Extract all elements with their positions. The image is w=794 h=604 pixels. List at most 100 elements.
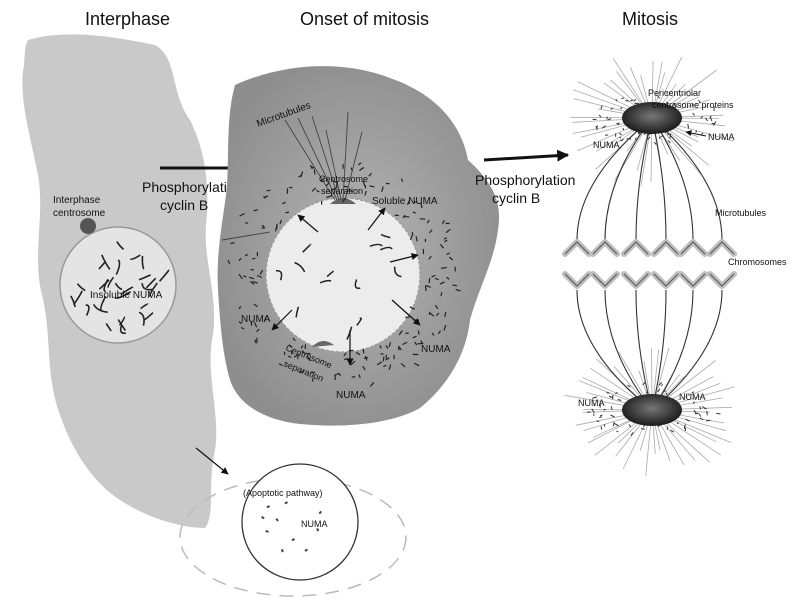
soluble-numa-dash	[251, 270, 254, 271]
pole-numa-dash	[629, 424, 631, 426]
pole-numa-dash	[662, 384, 663, 386]
pole-numa-dash	[707, 411, 708, 415]
chromosome-upper	[565, 242, 589, 254]
pole-numa-dash	[623, 128, 624, 130]
pole-numa-dash	[710, 116, 712, 118]
pole-numa-dash	[599, 115, 601, 117]
insoluble-numa-label: Insoluble NUMA	[90, 290, 163, 301]
pole-numa-dash	[600, 415, 602, 416]
onset-centrosome-top-line1: Centrosome	[319, 174, 368, 184]
pole-numa-dash	[702, 133, 703, 135]
soluble-numa-dash	[284, 352, 285, 355]
chromosome-upper	[654, 242, 678, 254]
chromosomes-label: Chromosomes	[728, 257, 787, 267]
pole-numa-dash	[635, 138, 636, 140]
pole-numa-dash	[620, 133, 622, 135]
interphase-cell: Interphase centrosome Insoluble NUMA	[22, 34, 216, 528]
soluble-numa-dash	[441, 292, 442, 296]
numa-top-right-label: NUMA	[708, 132, 735, 142]
chromosome-upper	[593, 242, 617, 254]
pole-numa-dash	[635, 103, 639, 104]
pole-numa-dash	[599, 417, 602, 418]
chromosome-lower	[565, 274, 589, 286]
soluble-numa-dash	[429, 278, 430, 283]
pole-numa-dash	[684, 424, 685, 429]
soluble-numa-dash	[285, 212, 289, 213]
soluble-numa-dash	[429, 312, 430, 315]
onset-numa-bottom-label: NUMA	[336, 390, 366, 401]
pole-numa-dash	[601, 426, 602, 429]
bottom-centrosome	[622, 394, 682, 426]
chromosome-lower	[681, 274, 705, 286]
title-mitosis: Mitosis	[622, 9, 678, 29]
soluble-numa-dash	[425, 286, 426, 292]
soluble-numa-label: Soluble NUMA	[372, 196, 438, 207]
soluble-numa-dash	[383, 357, 384, 362]
pole-numa-dash	[667, 427, 668, 430]
onset-numa-left-label: NUMA	[241, 314, 271, 325]
pole-numa-dash	[611, 108, 613, 109]
title-onset-of-mitosis: Onset of mitosis	[300, 9, 429, 29]
numa-top-left-label: NUMA	[593, 140, 620, 150]
chromosome-lower	[624, 274, 648, 286]
pole-numa-dash	[710, 117, 712, 121]
pericentriolar-label-line2: centrosome proteins	[652, 100, 734, 110]
spindle-microtubules	[577, 118, 722, 410]
soluble-numa-dash	[412, 232, 413, 235]
pole-numa-dash	[611, 415, 615, 417]
pole-numa-dash	[596, 421, 599, 422]
apoptotic-pathway-label: (Apoptotic pathway)	[243, 488, 323, 498]
chromosome-lower	[654, 274, 678, 286]
spindle-fiber	[605, 118, 652, 240]
chromosome-lower	[593, 274, 617, 286]
arrow2-label-line2: cyclin B	[492, 190, 540, 206]
pole-numa-dash	[628, 385, 631, 387]
pole-numa-dash	[614, 424, 618, 426]
soluble-numa-dash	[386, 355, 387, 359]
chromosomes-row	[565, 242, 734, 286]
pole-numa-dash	[611, 406, 612, 409]
soluble-numa-dash	[363, 349, 364, 354]
pole-numa-dash	[613, 422, 614, 426]
soluble-numa-dash	[453, 285, 457, 286]
spindle-fiber	[605, 290, 652, 410]
soluble-numa-dash	[405, 333, 408, 334]
apoptotic-cell: (Apoptotic pathway) NUMA	[180, 448, 406, 596]
pericentriolar-label-line1: Pericentriolar	[648, 88, 701, 98]
numa-bottom-right-label: NUMA	[679, 392, 706, 402]
title-interphase: Interphase	[85, 9, 170, 29]
pole-numa-dash	[609, 396, 611, 398]
pole-numa-dash	[618, 400, 622, 401]
pole-numa-dash	[668, 133, 669, 135]
pole-numa-dash	[695, 413, 699, 414]
onset-cell: Microtubules Centrosome separation Solub…	[218, 66, 499, 426]
interphase-centrosome	[80, 218, 96, 234]
pole-numa-dash	[685, 428, 686, 431]
pole-numa-dash	[678, 422, 679, 424]
soluble-numa-dash	[245, 223, 248, 224]
arrow1-label-line2: cyclin B	[160, 197, 208, 213]
pole-numa-dash	[616, 431, 618, 432]
chromosome-upper	[681, 242, 705, 254]
soluble-numa-dash	[441, 268, 447, 269]
pole-numa-dash	[601, 105, 602, 109]
apoptotic-numa-label: NUMA	[301, 519, 328, 529]
pole-numa-dash	[607, 393, 610, 394]
chromosome-upper	[624, 242, 648, 254]
pole-numa-dash	[625, 101, 629, 102]
mitotic-spindle: Pericentriolar centrosome proteins NUMA …	[564, 57, 787, 476]
pole-numa-dash	[641, 429, 645, 430]
pole-numa-dash	[694, 410, 696, 414]
chromosome-upper	[710, 242, 734, 254]
pole-numa-dash	[616, 124, 619, 125]
pole-numa-dash	[699, 414, 700, 417]
pole-numa-dash	[716, 413, 720, 414]
pole-numa-dash	[634, 99, 635, 101]
apoptotic-nucleus	[242, 464, 358, 580]
onset-numa-right-label: NUMA	[421, 344, 451, 355]
pole-numa-dash	[621, 98, 624, 99]
numa-bottom-left-label: NUMA	[578, 398, 605, 408]
soluble-numa-dash	[418, 331, 419, 335]
arrow-shaft-2	[484, 155, 568, 160]
